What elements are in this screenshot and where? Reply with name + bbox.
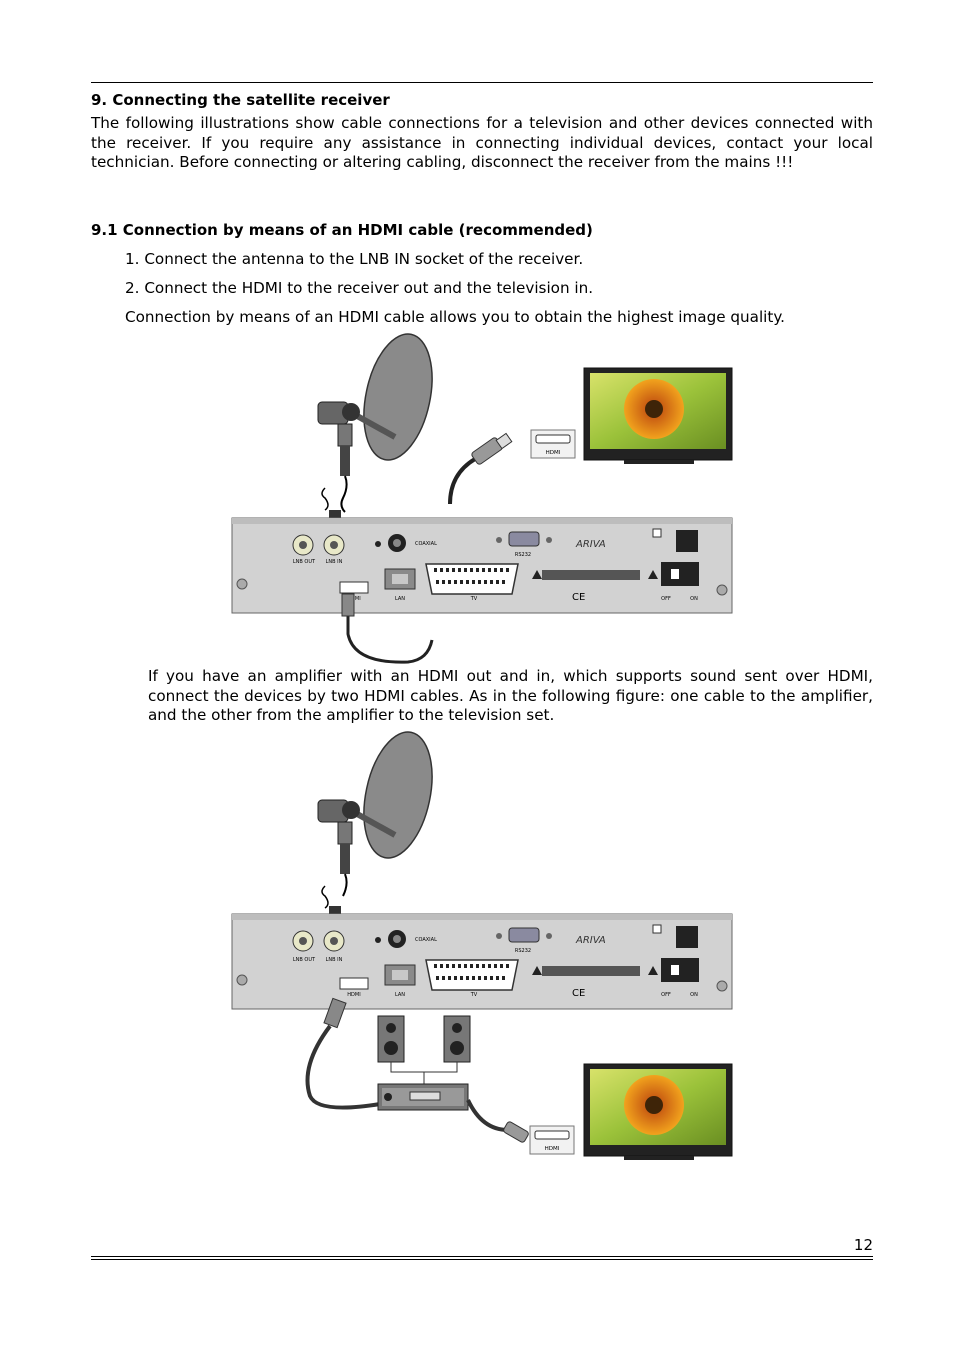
satellite-dish-icon (317, 731, 433, 897)
svg-text:LNB IN: LNB IN (326, 559, 343, 565)
svg-text:CE: CE (572, 988, 585, 999)
summary-text: Connection by means of an HDMI cable all… (125, 308, 785, 326)
svg-text:OFF: OFF (661, 992, 671, 998)
speaker-icon (443, 1015, 471, 1063)
svg-text:HDMI: HDMI (546, 450, 561, 456)
subsection-title: 9.1 Connection by means of an HDMI cable… (91, 221, 593, 239)
svg-text:CE: CE (572, 592, 585, 603)
figure-hdmi-connection: HDMI LNB OUT LNB IN COAXIAL RS232 ARIVA … (231, 333, 733, 664)
header-rule (91, 82, 873, 83)
svg-text:COAXIAL: COAXIAL (415, 541, 437, 547)
satellite-dish-icon (317, 333, 433, 513)
svg-text:ARIVA: ARIVA (575, 539, 606, 550)
svg-text:TV: TV (470, 596, 478, 602)
svg-text:LNB OUT: LNB OUT (293, 559, 316, 565)
svg-text:LAN: LAN (395, 992, 405, 998)
amplifier-note: If you have an amplifier with an HDMI ou… (148, 667, 873, 725)
svg-text:TV: TV (470, 992, 478, 998)
figure-amplifier-connection: LNB OUT LNB IN COAXIAL RS232 ARIVA HDMI … (231, 731, 733, 1160)
svg-text:RS232: RS232 (515, 948, 531, 954)
television-icon (583, 367, 733, 464)
svg-text:ON: ON (690, 596, 698, 602)
svg-text:COAXIAL: COAXIAL (415, 937, 437, 943)
svg-text:LNB OUT: LNB OUT (293, 957, 316, 963)
section-title: 9. Connecting the satellite receiver (91, 91, 390, 109)
svg-text:LNB IN: LNB IN (326, 957, 343, 963)
receiver-back-panel: LNB OUT LNB IN COAXIAL RS232 ARIVA HDMI … (231, 517, 733, 614)
footer-rule (91, 1256, 873, 1257)
svg-text:ON: ON (690, 992, 698, 998)
television-icon (583, 1063, 733, 1160)
svg-text:ARIVA: ARIVA (575, 935, 606, 946)
svg-text:OFF: OFF (661, 596, 671, 602)
svg-text:HDMI: HDMI (347, 992, 360, 998)
svg-text:LAN: LAN (395, 596, 405, 602)
step-2: 2. Connect the HDMI to the receiver out … (125, 279, 594, 297)
svg-text:HDMI: HDMI (545, 1146, 560, 1152)
amplifier-icon (377, 1083, 469, 1111)
hdmi-cable-icon (448, 432, 513, 505)
section-intro: The following illustrations show cable c… (91, 114, 873, 172)
step-1: 1. Connect the antenna to the LNB IN soc… (125, 250, 584, 268)
speaker-icon (377, 1015, 405, 1063)
page-number: 12 (853, 1236, 873, 1254)
footer-rule-double (91, 1259, 873, 1260)
receiver-back-panel: LNB OUT LNB IN COAXIAL RS232 ARIVA HDMI … (231, 913, 733, 1010)
svg-text:RS232: RS232 (515, 552, 531, 558)
